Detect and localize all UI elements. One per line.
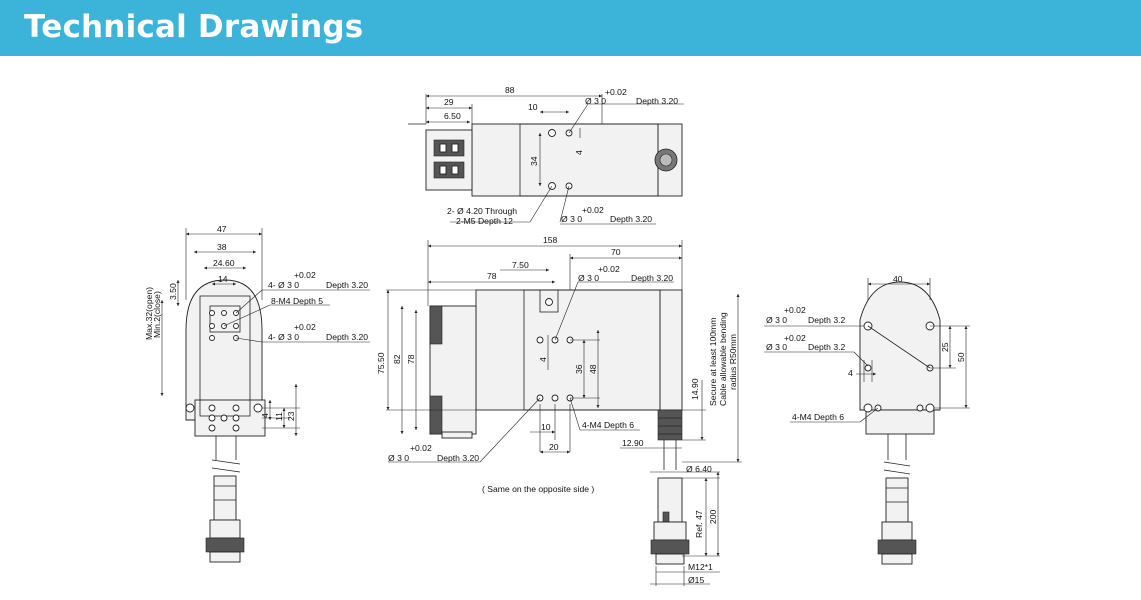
dim-dia-15: Ø15 — [688, 575, 704, 585]
dim-6-50: 6.50 — [444, 111, 461, 121]
dim-158: 158 — [543, 235, 558, 245]
depth-spec-center-1: Depth 3.20 — [631, 273, 673, 283]
hole-spec-left-1: 4- Ø 3 0 — [268, 280, 299, 290]
tolerance-2: +0.02 — [582, 205, 604, 215]
note-m5: 2-M5 Depth 12 — [456, 216, 513, 226]
depth-spec-right-1: Depth 3.2 — [808, 315, 845, 325]
hole-spec-2: Ø 3 0 — [561, 214, 582, 224]
dim-14: 14 — [218, 274, 228, 284]
dim-48: 48 — [588, 364, 598, 374]
dim-47: 47 — [217, 224, 227, 234]
dim-4-left: 4 — [260, 413, 270, 418]
tolerance-left-1: +0.02 — [294, 270, 316, 280]
depth-spec-left-2: Depth 3.20 — [326, 332, 368, 342]
dim-78: 78 — [487, 271, 497, 281]
dim-82: 82 — [392, 354, 402, 364]
hole-spec-1: Ø 3 0 — [585, 96, 606, 106]
thread-m12: M12*1 — [688, 562, 713, 572]
depth-spec-center-2: Depth 3.20 — [437, 453, 479, 463]
dim-23: 23 — [286, 411, 296, 421]
cable-note-3: radius R50mm — [728, 334, 738, 390]
ref-47: Ref. 47 — [694, 510, 704, 538]
cable-note-2: Cable allowable bending — [718, 312, 728, 406]
dim-50: 50 — [956, 352, 966, 362]
tolerance-right-2: +0.02 — [784, 333, 806, 343]
left-view: 47 38 24.60 14 3.50 Max.32(open) Min.2(c… — [144, 224, 370, 563]
cable-view: 14.90 Secure at least 100mm Cable allowa… — [620, 294, 742, 586]
m4-note-center: 4-M4 Depth 6 — [582, 420, 634, 430]
dim-200: 200 — [708, 509, 718, 524]
dim-7-50: 7.50 — [512, 260, 529, 270]
hole-spec-right-1: Ø 3 0 — [766, 315, 787, 325]
dim-10: 10 — [528, 102, 538, 112]
depth-spec-right-2: Depth 3.2 — [808, 342, 845, 352]
dim-34: 34 — [529, 156, 539, 166]
page-title: Technical Drawings — [24, 9, 364, 45]
dim-10-center: 10 — [541, 422, 551, 432]
dim-25: 25 — [940, 342, 950, 352]
dim-24-60: 24.60 — [213, 258, 235, 268]
header-bar: Technical Drawings — [0, 0, 1141, 56]
dim-14-90: 14.90 — [690, 378, 700, 400]
note-opposite-side: ( Same on the opposite side ) — [482, 484, 594, 494]
dim-4-center: 4 — [538, 357, 548, 362]
hole-spec-right-2: Ø 3 0 — [766, 342, 787, 352]
dim-40: 40 — [893, 274, 903, 284]
hole-spec-center-2: Ø 3 0 — [388, 453, 409, 463]
dim-4-right: 4 — [848, 368, 853, 378]
max-open: Max.32(open) — [144, 287, 154, 340]
tolerance-right-1: +0.02 — [784, 305, 806, 315]
m4-note-left: 8-M4 Depth 5 — [271, 296, 323, 306]
dim-78-vertical: 78 — [406, 354, 416, 364]
hole-spec-left-2: 4- Ø 3 0 — [268, 332, 299, 342]
dim-70: 70 — [611, 247, 621, 257]
depth-spec-left-1: Depth 3.20 — [326, 280, 368, 290]
cable-note-1: Secure at least 100mm — [708, 318, 718, 406]
tolerance-center-1: +0.02 — [598, 264, 620, 274]
dim-20: 20 — [549, 442, 559, 452]
depth-spec-1: Depth 3.20 — [636, 96, 678, 106]
m4-note-right: 4-M4 Depth 6 — [792, 412, 844, 422]
center-view: 158 70 78 7.50 +0.02 Ø 3 0 Depth 3.20 75… — [376, 235, 683, 494]
dim-88: 88 — [505, 85, 515, 95]
tolerance-left-2: +0.02 — [294, 322, 316, 332]
min-close: Min.2(close) — [152, 291, 162, 338]
tolerance-1: +0.02 — [605, 87, 627, 97]
dim-12-90: 12.90 — [622, 438, 644, 448]
dim-4: 4 — [574, 150, 584, 155]
dim-11: 11 — [274, 412, 284, 421]
depth-spec-2: Depth 3.20 — [610, 214, 652, 224]
tolerance-center-2: +0.02 — [410, 443, 432, 453]
dim-dia-6-40: Ø 6.40 — [686, 464, 712, 474]
dim-75-50: 75.50 — [376, 352, 386, 374]
right-view: 40 +0.02 Ø 3 0 Depth 3.2 +0.02 Ø 3 0 Dep… — [764, 274, 970, 565]
dim-29: 29 — [444, 97, 454, 107]
dim-38: 38 — [217, 242, 227, 252]
dim-3-50: 3.50 — [168, 283, 178, 300]
dim-36: 36 — [574, 364, 584, 374]
note-through: 2- Ø 4.20 Through — [447, 206, 517, 216]
hole-spec-center-1: Ø 3 0 — [578, 273, 599, 283]
top-view: 88 29 6.50 10 34 4 +0.02 Ø 3 0 Depth 3.2… — [408, 85, 684, 226]
